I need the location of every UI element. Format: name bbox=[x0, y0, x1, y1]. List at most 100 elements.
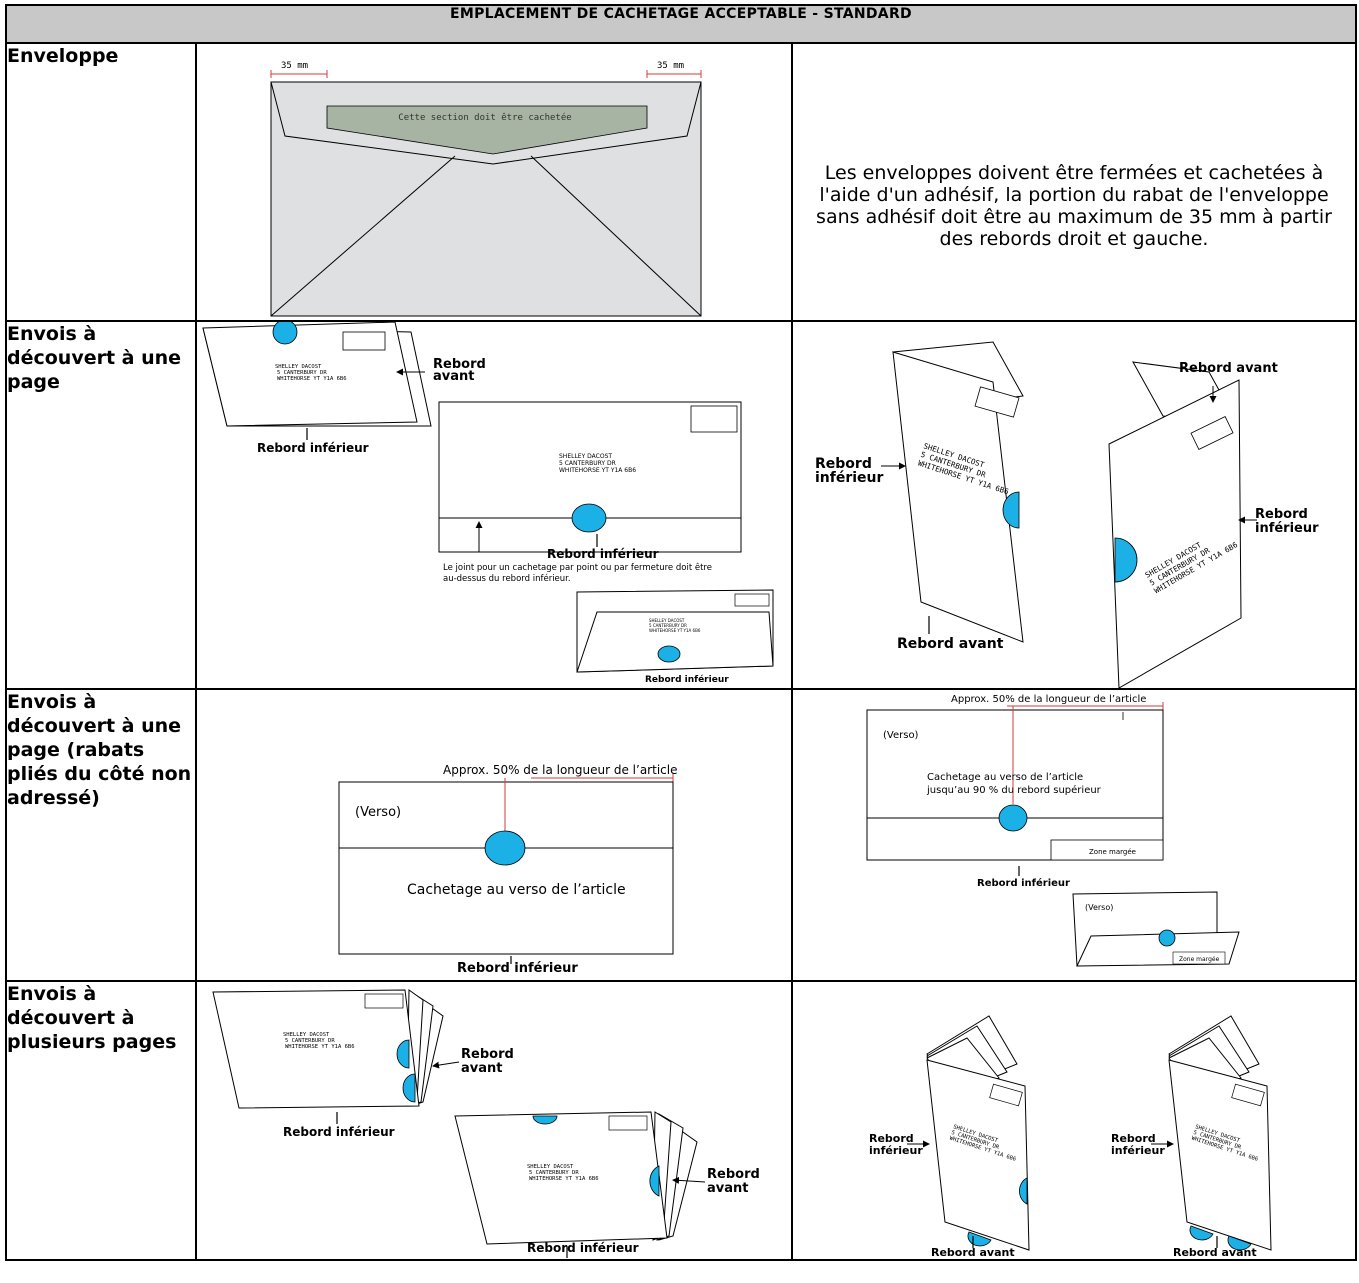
row-label: Envois à découvert à une page bbox=[5, 320, 197, 690]
table-header: EMPLACEMENT DE CACHETAGE ACCEPTABLE - ST… bbox=[5, 4, 1357, 44]
table-row: Enveloppe Cette section doit être cachet… bbox=[5, 42, 1357, 322]
single-page-right-cell: SHELLEY DACOST5 CANTERBURY DRWHITEHORSE … bbox=[791, 320, 1357, 690]
svg-text:(Verso): (Verso) bbox=[883, 730, 919, 741]
seal-tab bbox=[657, 645, 681, 663]
svg-text:Rebord inférieur: Rebord inférieur bbox=[527, 1241, 639, 1255]
folded-flaps-left-cell: Approx. 50% de la longueur de l’article … bbox=[195, 688, 793, 982]
svg-text:SHELLEY DACOST5 CANTERBURY DRW: SHELLEY DACOST5 CANTERBURY DRWHITEHORSE … bbox=[559, 453, 636, 474]
folded-sheet-right bbox=[1108, 379, 1242, 688]
row-label: Envois à découvert à plusieurs pages bbox=[5, 980, 197, 1261]
dimension-left bbox=[270, 70, 328, 78]
svg-text:au-dessus du rebord inférieur.: au-dessus du rebord inférieur. bbox=[443, 573, 571, 584]
seal-tab bbox=[272, 322, 298, 345]
envelope-description-cell: Les enveloppes doivent être fermées et c… bbox=[791, 42, 1357, 322]
svg-text:Rebord inférieur: Rebord inférieur bbox=[283, 1125, 395, 1139]
rebord-avant-label: Rebord bbox=[461, 1047, 514, 1062]
seal-tab bbox=[967, 1231, 992, 1247]
postage-indicia bbox=[342, 331, 386, 351]
envelope-description: Les enveloppes doivent être fermées et c… bbox=[816, 162, 1332, 250]
booklet-left bbox=[926, 1059, 1030, 1251]
svg-text:SHELLEY DACOST5 CANTERBURY DRW: SHELLEY DACOST5 CANTERBURY DRWHITEHORSE … bbox=[527, 1164, 599, 1182]
svg-text:Rebord avant: Rebord avant bbox=[931, 1246, 1015, 1259]
rebord-avant-label: Rebord avant bbox=[897, 636, 1004, 652]
seal-section-label: Cette section doit être cachetée bbox=[398, 112, 571, 123]
seal-tab bbox=[484, 830, 526, 866]
approx-length-label: Approx. 50% de la longueur de l’article bbox=[951, 694, 1146, 705]
dimension-left-label: 35 mm bbox=[281, 61, 308, 71]
envelope-figure: Cette section doit être cachetée 35 mm 3… bbox=[270, 61, 702, 317]
svg-text:Rebord inférieur: Rebord inférieur bbox=[547, 547, 659, 561]
seal-tab bbox=[571, 503, 607, 533]
dimension-right-label: 35 mm bbox=[657, 61, 684, 71]
svg-text:inférieur: inférieur bbox=[869, 1144, 923, 1157]
flat-item-back bbox=[866, 709, 1164, 861]
rebord-inferieur-label: Rebord bbox=[815, 456, 872, 472]
svg-text:Zone margée: Zone margée bbox=[1179, 956, 1220, 963]
svg-text:Rebord: Rebord bbox=[1111, 1132, 1156, 1145]
svg-text:avant: avant bbox=[461, 1061, 503, 1076]
rebord-avant-label: Rebord bbox=[433, 357, 486, 372]
svg-text:Zone margée: Zone margée bbox=[1089, 848, 1136, 856]
folded-flaps-right-figure: Approx. 50% de la longueur de l’article … bbox=[866, 694, 1240, 967]
svg-text:Rebord: Rebord bbox=[707, 1167, 760, 1182]
single-page-right-figure: SHELLEY DACOST5 CANTERBURY DRWHITEHORSE … bbox=[815, 341, 1319, 688]
small-folded-sheet bbox=[576, 611, 774, 673]
table-row: Envois à découvert à une page SHELLEY DA… bbox=[5, 320, 1357, 690]
svg-text:Rebord inférieur: Rebord inférieur bbox=[645, 674, 729, 685]
svg-text:SHELLEY DACOST5 CANTERBURY DRW: SHELLEY DACOST5 CANTERBURY DRWHITEHORSE … bbox=[275, 364, 347, 382]
svg-text:jusqu’au 90 % du rebord supéri: jusqu’au 90 % du rebord supérieur bbox=[926, 784, 1102, 796]
svg-text:inférieur: inférieur bbox=[1111, 1144, 1165, 1157]
svg-text:inférieur: inférieur bbox=[1255, 521, 1319, 536]
booklet-right bbox=[1168, 1059, 1272, 1251]
folded-sheet-left bbox=[892, 351, 1024, 643]
rebord-inferieur-label: Rebord inférieur bbox=[977, 877, 1070, 889]
booklet-top bbox=[212, 989, 420, 1109]
approx-length-label: Approx. 50% de la longueur de l’article bbox=[443, 763, 677, 777]
seal-tab bbox=[1019, 1177, 1028, 1205]
table-row: Envois à découvert à une page (rabats pl… bbox=[5, 688, 1357, 982]
svg-text:Rebord avant: Rebord avant bbox=[1179, 361, 1278, 376]
svg-text:Rebord avant: Rebord avant bbox=[1173, 1246, 1257, 1259]
seal-tab bbox=[1002, 491, 1020, 529]
svg-text:avant: avant bbox=[707, 1181, 749, 1196]
adhesive-strip bbox=[326, 105, 648, 155]
svg-text:SHELLEY DACOST5 CANTERBURY DRW: SHELLEY DACOST5 CANTERBURY DRWHITEHORSE … bbox=[283, 1032, 355, 1050]
row-label: Envois à découvert à une page (rabats pl… bbox=[5, 688, 197, 982]
cachetage-label: Cachetage au verso de l’article bbox=[927, 772, 1083, 783]
note-text: Le joint pour un cachetage par point ou … bbox=[443, 562, 712, 573]
envelope-figure-cell: Cette section doit être cachetée 35 mm 3… bbox=[195, 42, 793, 322]
flat-item-back bbox=[338, 781, 674, 955]
seal-tab bbox=[402, 1073, 416, 1103]
svg-text:Rebord: Rebord bbox=[1255, 507, 1308, 522]
row-label: Enveloppe bbox=[5, 42, 197, 322]
svg-text:avant: avant bbox=[433, 369, 475, 384]
seal-tab bbox=[1189, 1225, 1214, 1241]
svg-text:Rebord: Rebord bbox=[869, 1132, 914, 1145]
verso-label: (Verso) bbox=[355, 805, 401, 820]
seal-tab bbox=[532, 1115, 558, 1125]
seal-location-table: EMPLACEMENT DE CACHETAGE ACCEPTABLE - ST… bbox=[5, 4, 1357, 1261]
table-row: Envois à découvert à plusieurs pages SHE… bbox=[5, 980, 1357, 1261]
seal-tab bbox=[1227, 1235, 1252, 1251]
booklet-bottom bbox=[454, 1111, 668, 1245]
seal-tab bbox=[1158, 929, 1176, 947]
svg-text:SHELLEY DACOST5 CANTERBURY DRW: SHELLEY DACOST5 CANTERBURY DRWHITEHORSE … bbox=[649, 618, 701, 633]
multi-page-right-cell: SHELLEY DACOST5 CANTERBURY DRWHITEHORSE … bbox=[791, 980, 1357, 1261]
seal-tab bbox=[649, 1165, 660, 1197]
margin-zone bbox=[1050, 839, 1164, 861]
cachetage-label: Cachetage au verso de l’article bbox=[407, 882, 626, 898]
rebord-inferieur-label: Rebord inférieur bbox=[457, 961, 578, 976]
dimension-right bbox=[646, 70, 702, 78]
multi-page-right-figure: SHELLEY DACOST5 CANTERBURY DRWHITEHORSE … bbox=[869, 1015, 1272, 1259]
folded-flaps-left-figure: Approx. 50% de la longueur de l’article … bbox=[338, 763, 677, 976]
postage-indicia bbox=[690, 405, 738, 433]
seal-tab bbox=[1114, 537, 1138, 583]
seal-tab bbox=[396, 1039, 410, 1069]
svg-text:(Verso): (Verso) bbox=[1085, 903, 1113, 912]
seal-tab bbox=[998, 804, 1028, 832]
